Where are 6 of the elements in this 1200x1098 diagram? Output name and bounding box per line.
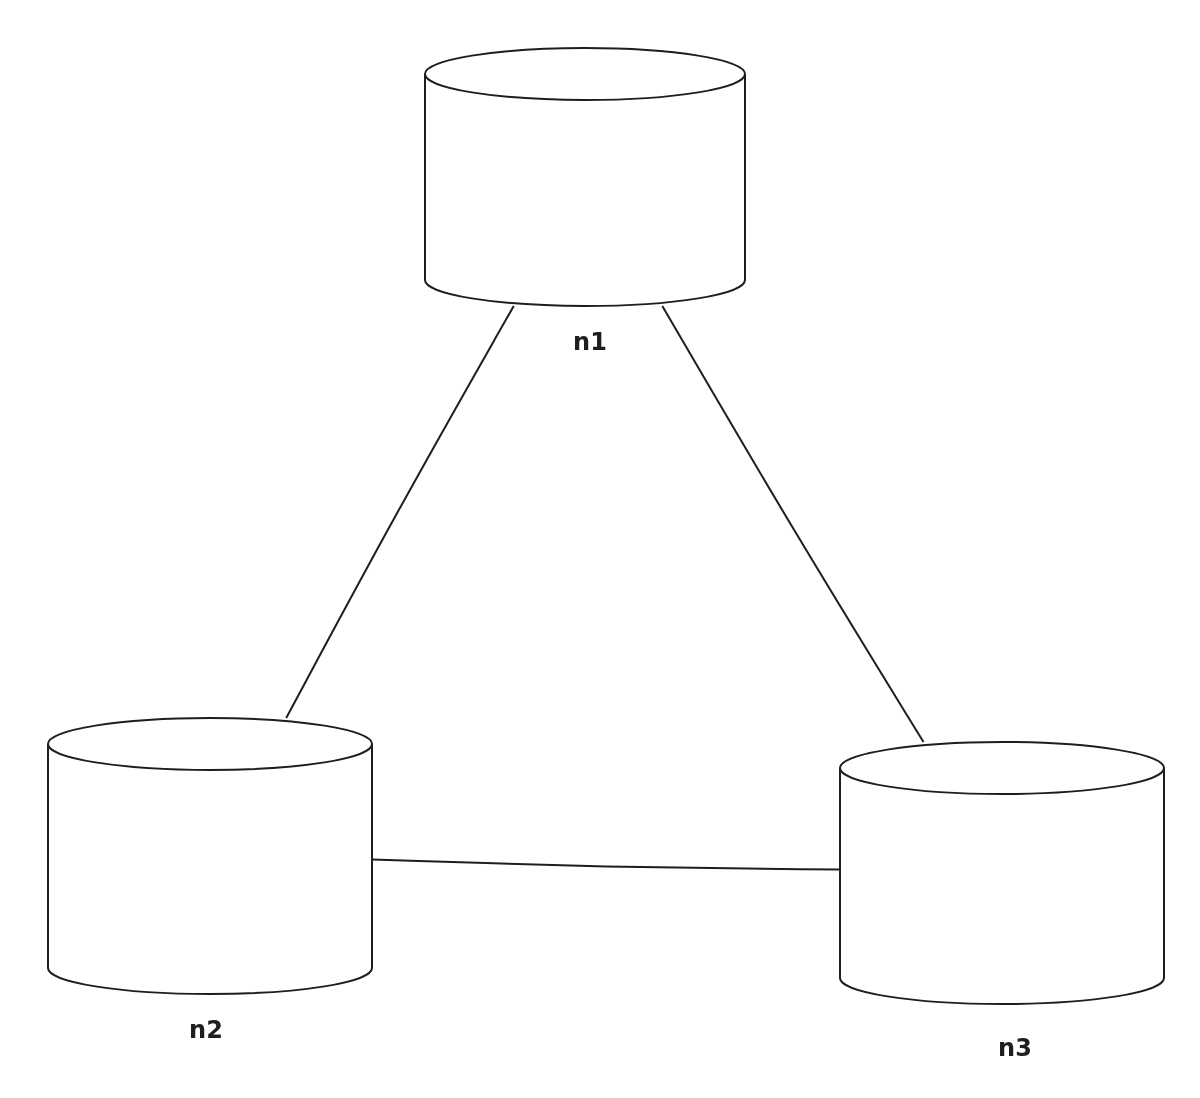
connector-line [371,858,841,871]
connector-line [285,305,515,719]
connector-line [661,305,925,743]
node-label: n2 [189,1016,223,1044]
node-label: n3 [998,1034,1032,1062]
node-label: n1 [573,328,607,356]
